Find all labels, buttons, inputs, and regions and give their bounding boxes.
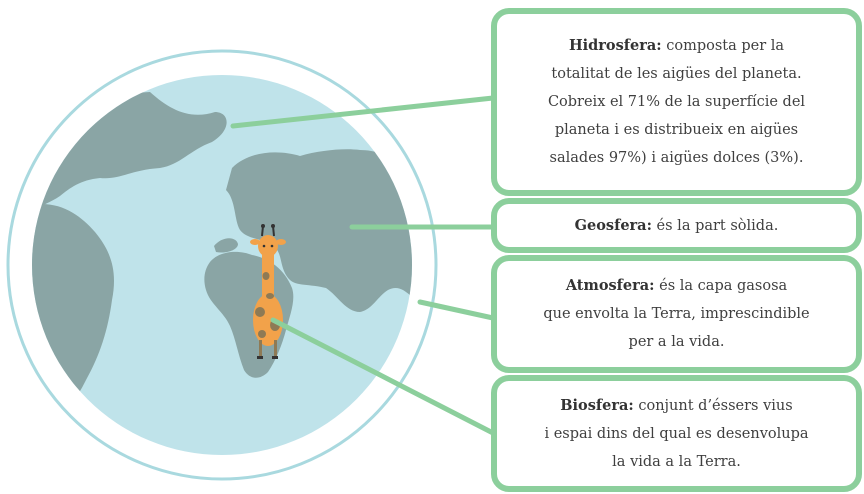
geosfera-line-1: és la part sòlida. [656,217,779,234]
giraffe-illustration [250,224,286,359]
biosfera-term: Biosfera: [560,396,634,414]
biosfera-line-2: i espai dins del qual es desenvolupa [544,425,809,442]
hidrosfera-line-1: composta per la [666,38,785,54]
biosfera-line-3: la vida a la Terra. [612,453,741,470]
atmosphere-ring [6,49,438,481]
connector-biosfera [270,317,496,436]
atmosfera-line-1: és la capa gasosa [659,278,788,294]
globe-illustration [32,75,412,455]
hidrosfera-line-4: planeta i es distribueix en aigües [554,122,799,138]
hidrosfera-line-3: Cobreix el 71% de la superfície del [547,94,806,110]
hidrosfera-line-2: totalitat de les aigües del planeta. [551,66,802,82]
hidrosfera-term: Hidrosfera: [568,37,662,54]
atmosfera-line-2: que envolta la Terra, imprescindible [543,306,810,322]
land-island [214,238,238,253]
hidrosfera-box: Hidrosfera: composta per la totalitat de… [491,8,862,196]
biosfera-box: Biosfera: conjunt d’éssers vius i espai … [491,375,862,492]
biosfera-line-1: conjunt d’éssers vius [638,397,793,414]
atmosfera-box: Atmosfera: és la capa gasosa que envolta… [491,255,862,373]
geosfera-term: Geosfera: [574,216,652,234]
atmosfera-term: Atmosfera: [565,277,655,294]
atmosfera-line-3: per a la vida. [628,334,725,350]
land-east [226,149,412,312]
hidrosfera-line-5: salades 97%) i aigües dolces (3%). [549,150,804,166]
connector-atmosfera [417,299,496,321]
connector-hidrosfera [230,95,496,129]
geosfera-box: Geosfera: és la part sòlida. [491,198,862,253]
